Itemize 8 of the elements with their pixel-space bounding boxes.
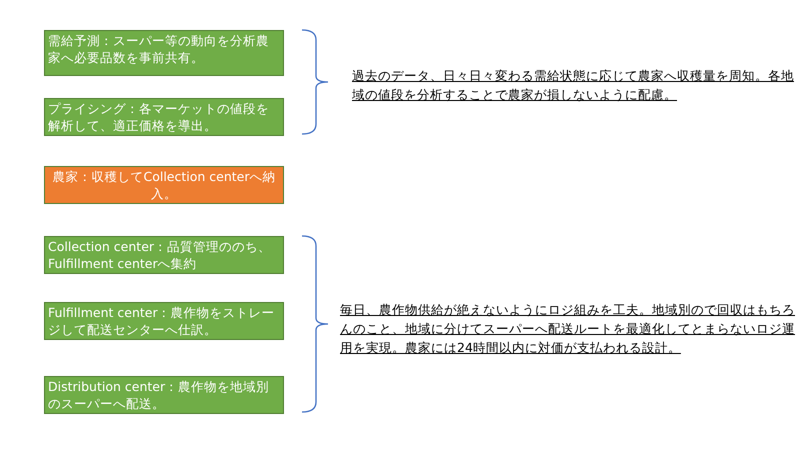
- process-box: 需給予測：スーパー等の動向を分析農家へ必要品数を事前共有。: [44, 30, 284, 76]
- note-text: 過去のデータ、日々日々変わる需給状態に応じて農家へ収穫量を周知。各地域の値段を分析することで農家が損しないように配慮。: [352, 67, 795, 104]
- note-text: 毎日、農作物供給が絶えないようにロジ組みを工夫。地域別ので回収はもちろんのこと、地域に分けてスーパーへ配送ルートを最適化してとまらないロジ運用を実現。農家には24時間以内に対価が支払われる設計。: [340, 301, 796, 357]
- process-box: Distribution center：農作物を地域別のスーパーへ配送。: [44, 376, 284, 414]
- process-box: Collection center：品質管理ののち、Fulfillment centerへ集約: [44, 236, 284, 274]
- process-box: Fulfillment center：農作物をストレージして配送センターへ仕訳。: [44, 302, 284, 340]
- process-box: 農家：収穫してCollection centerへ納入。: [44, 166, 284, 204]
- process-box: プライシング：各マーケットの値段を解析して、適正価格を導出。: [44, 98, 284, 136]
